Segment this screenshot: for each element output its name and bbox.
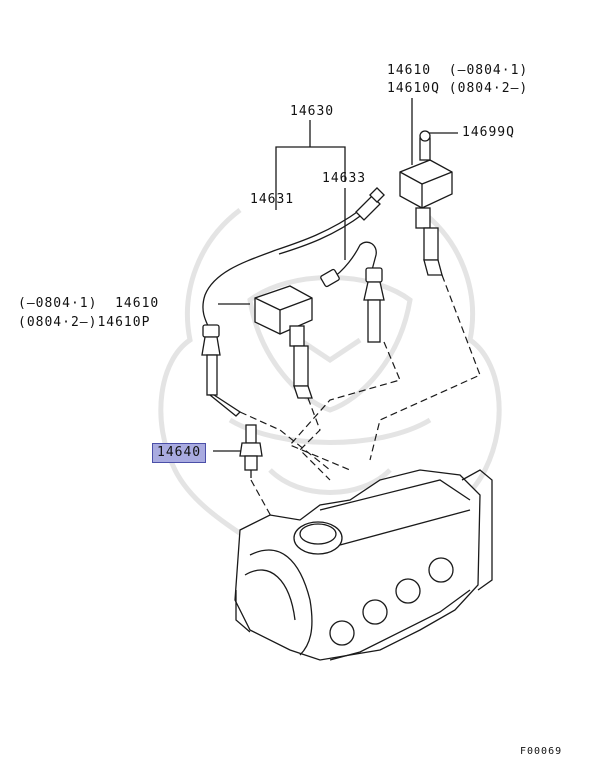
assembly-lines (239, 274, 481, 519)
cylinder-head (234, 469, 493, 661)
label-bolt[interactable]: 14699Q (462, 125, 515, 140)
figure-code: F00069 (520, 746, 563, 757)
label-spark-plug-highlighted[interactable]: 14640 (152, 443, 207, 463)
spark-plug (239, 424, 263, 478)
spark-plug-wire-short (320, 241, 385, 343)
ignition-coil-lower (254, 285, 313, 399)
spark-plug-wire-long (201, 187, 385, 417)
label-coil-upper-b[interactable]: 14610Q (0804·2—) (387, 81, 529, 96)
label-wire-short[interactable]: 14633 (322, 171, 367, 186)
label-coil-lower-a[interactable]: (—0804·1) 14610 (18, 296, 160, 311)
label-coil-upper-a[interactable]: 14610 (—0804·1) (387, 63, 529, 78)
label-wire-long[interactable]: 14631 (250, 192, 295, 207)
leader-lines (213, 98, 458, 452)
label-wire-set[interactable]: 14630 (290, 104, 335, 119)
ignition-coil-upper (399, 130, 453, 276)
label-coil-lower-b[interactable]: (0804·2—)14610P (18, 315, 151, 330)
